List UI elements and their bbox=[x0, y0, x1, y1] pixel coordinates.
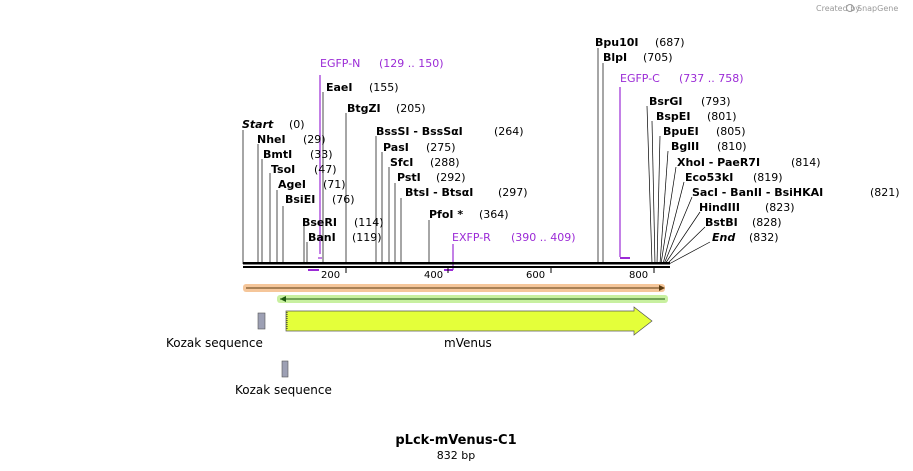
site-bsssi: BssSI - BssSαI bbox=[376, 125, 463, 138]
site-bspei: BspEI bbox=[656, 110, 690, 123]
site-bseri-pos: (114) bbox=[354, 216, 384, 229]
map-title: pLck-mVenus-C1 bbox=[395, 433, 516, 448]
site-bsssi-pos: (264) bbox=[494, 125, 524, 138]
site-bani-pos: (119) bbox=[352, 231, 382, 244]
credit-brand: SnapGene bbox=[857, 4, 898, 13]
orf-reverse-arrow bbox=[277, 295, 668, 303]
mvenus-feature bbox=[285, 306, 653, 336]
primer-egfp-c: EGFP-C bbox=[620, 72, 660, 85]
site-btgzi: BtgZI bbox=[347, 102, 381, 115]
ruler-tick-400: 400 bbox=[424, 270, 443, 281]
site-agei-pos: (71) bbox=[323, 178, 346, 191]
site-bmti: BmtI bbox=[263, 148, 292, 161]
site-bspei-pos: (801) bbox=[707, 110, 737, 123]
site-bsrgi: BsrGI bbox=[649, 95, 682, 108]
site-nhei-pos: (29) bbox=[303, 133, 326, 146]
kozak-label-1: Kozak sequence bbox=[166, 336, 263, 350]
site-connectors bbox=[242, 48, 711, 265]
site-bpuei: BpuEI bbox=[663, 125, 699, 138]
site-saci-pos: (821) bbox=[870, 186, 900, 199]
site-psti: PstI bbox=[397, 171, 421, 184]
site-bglii-pos: (810) bbox=[717, 140, 747, 153]
site-eco53ki-pos: (819) bbox=[753, 171, 783, 184]
map-length: 832 bp bbox=[437, 449, 475, 462]
site-btgzi-pos: (205) bbox=[396, 102, 426, 115]
snapgene-logo-icon bbox=[846, 4, 854, 12]
site-pasi-pos: (275) bbox=[426, 141, 456, 154]
site-nhei: NheI bbox=[257, 133, 286, 146]
site-eaei: EaeI bbox=[326, 81, 353, 94]
primer-egfp-c-range: (737 .. 758) bbox=[679, 72, 744, 85]
site-bseri: BseRI bbox=[302, 216, 337, 229]
site-hindiii-pos: (823) bbox=[765, 201, 795, 214]
site-saci: SacI - BanII - BsiHKAI bbox=[692, 186, 823, 199]
primer-marks bbox=[308, 75, 630, 271]
primer-exfp-r: EXFP-R bbox=[452, 231, 491, 244]
site-end-pos: (832) bbox=[749, 231, 779, 244]
site-bpu10i: Bpu10I bbox=[595, 36, 639, 49]
mvenus-label: mVenus bbox=[444, 336, 492, 350]
site-sfci-pos: (288) bbox=[430, 156, 460, 169]
site-bstbi: BstBI bbox=[705, 216, 738, 229]
site-agei: AgeI bbox=[278, 178, 306, 191]
kozak-feature-2 bbox=[281, 360, 289, 378]
orf-forward-arrow bbox=[243, 284, 665, 292]
site-bstbi-pos: (828) bbox=[752, 216, 782, 229]
site-btsi-pos: (297) bbox=[498, 186, 528, 199]
ruler-tick-800: 800 bbox=[629, 270, 648, 281]
site-eaei-pos: (155) bbox=[369, 81, 399, 94]
site-bsiei-pos: (76) bbox=[332, 193, 355, 206]
site-tsoi: TsoI bbox=[271, 163, 295, 176]
site-xhoi-pos: (814) bbox=[791, 156, 821, 169]
primer-exfp-r-range: (390 .. 409) bbox=[511, 231, 576, 244]
site-tsoi-pos: (47) bbox=[314, 163, 337, 176]
site-psti-pos: (292) bbox=[436, 171, 466, 184]
site-xhoi: XhoI - PaeR7I bbox=[677, 156, 760, 169]
primer-egfp-n: EGFP-N bbox=[320, 57, 360, 70]
site-start-pos: (0) bbox=[289, 118, 305, 131]
site-blpi-pos: (705) bbox=[643, 51, 673, 64]
site-sfci: SfcI bbox=[390, 156, 413, 169]
site-bmti-pos: (33) bbox=[310, 148, 333, 161]
site-bani: BanI bbox=[308, 231, 336, 244]
site-start: Start bbox=[242, 118, 274, 131]
primer-egfp-n-range: (129 .. 150) bbox=[379, 57, 444, 70]
ruler-tick-200: 200 bbox=[321, 270, 340, 281]
site-bsiei: BsiEI bbox=[285, 193, 315, 206]
sequence-ruler bbox=[243, 262, 670, 273]
site-pfoi: PfoI * bbox=[429, 208, 463, 221]
ruler-tick-600: 600 bbox=[526, 270, 545, 281]
site-bglii: BglII bbox=[671, 140, 699, 153]
credit-prefix: Created by bbox=[816, 4, 860, 13]
site-bpu10i-pos: (687) bbox=[655, 36, 685, 49]
kozak-label-2: Kozak sequence bbox=[235, 383, 332, 397]
site-eco53ki: Eco53kI bbox=[685, 171, 733, 184]
site-pfoi-pos: (364) bbox=[479, 208, 509, 221]
site-bsrgi-pos: (793) bbox=[701, 95, 731, 108]
site-bpuei-pos: (805) bbox=[716, 125, 746, 138]
site-end: End bbox=[712, 231, 735, 244]
site-hindiii: HindIII bbox=[699, 201, 740, 214]
site-btsi: BtsI - BtsαI bbox=[405, 186, 473, 199]
site-pasi: PasI bbox=[383, 141, 409, 154]
kozak-feature-1 bbox=[257, 312, 266, 330]
site-blpi: BlpI bbox=[603, 51, 627, 64]
